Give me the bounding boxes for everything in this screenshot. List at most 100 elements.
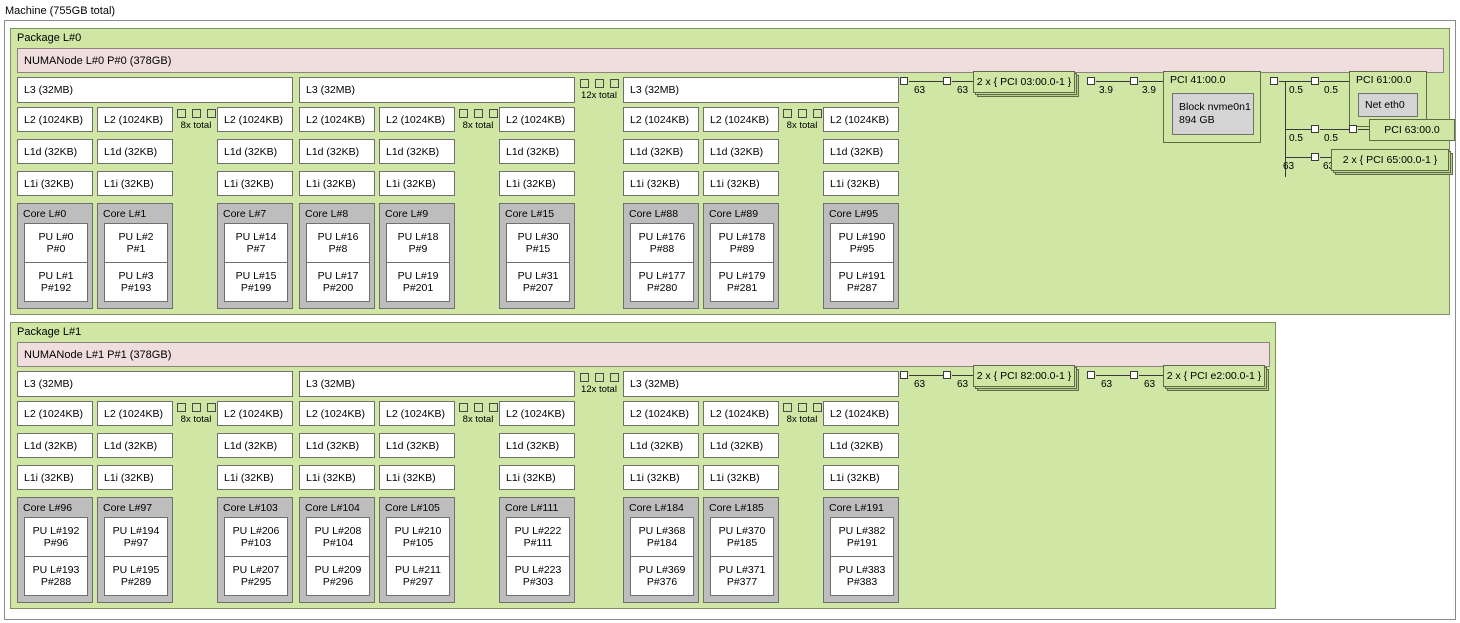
l3-ellipsis-label: 12x total [581, 384, 617, 395]
pu: PU L#206 P#103 [224, 517, 288, 557]
pu: PU L#195 P#289 [104, 556, 168, 596]
l1d-cache: L1d (32KB) [97, 433, 173, 458]
osdev-size: 894 GB [1179, 114, 1215, 126]
pu-logical-index: PU L#16 [317, 230, 359, 243]
l2-ellipsis-label: 8x total [462, 414, 494, 425]
io-bandwidth-label: 3.9 [1142, 85, 1156, 96]
io-link-line [1285, 129, 1313, 130]
pu: PU L#190 P#95 [830, 223, 894, 263]
core-title: Core L#95 [829, 208, 879, 220]
core: Core L#88 PU L#176 P#88 PU L#177 P#280 [623, 203, 699, 309]
l3-ellipsis-label: 12x total [581, 90, 617, 101]
pu-os-index: P#9 [408, 243, 428, 255]
pu-os-index: P#15 [525, 243, 551, 255]
package-0: Package L#0 NUMANode L#0 P#0 (378GB) L3 … [10, 28, 1455, 315]
pu-os-index: P#89 [729, 243, 755, 255]
pu-os-index: P#377 [726, 576, 758, 588]
pu-logical-index: PU L#194 [112, 524, 160, 537]
pu-os-index: P#97 [123, 537, 149, 549]
l2-cache: L2 (1024KB) [499, 401, 575, 426]
pu-logical-index: PU L#371 [718, 563, 766, 576]
l2-cache: L2 (1024KB) [379, 401, 455, 426]
pci-group-label: 2 x { PCI 65:00.0-1 } [1331, 149, 1449, 171]
osdev-name: Block nvme0n1 [1179, 101, 1251, 114]
pu: PU L#211 P#297 [386, 556, 450, 596]
pu-os-index: P#303 [522, 576, 554, 588]
pci-group-65[interactable]: 2 x { PCI 65:00.0-1 } [1331, 149, 1453, 175]
pu: PU L#14 P#7 [224, 223, 288, 263]
pci-bridge-41[interactable]: PCI 41:00.0 Block nvme0n1 894 GB [1163, 71, 1261, 143]
io-bandwidth-label: 63 [1323, 161, 1335, 172]
io-link-line [952, 375, 973, 376]
pu-os-index: P#8 [328, 243, 348, 255]
pu: PU L#223 P#303 [506, 556, 570, 596]
pu: PU L#2 P#1 [104, 223, 168, 263]
pu-logical-index: PU L#177 [638, 269, 686, 282]
core: Core L#105 PU L#210 P#105 PU L#211 P#297 [379, 497, 455, 603]
pu: PU L#383 P#383 [830, 556, 894, 596]
io-link-line [1096, 375, 1132, 376]
osdev-net-eth0[interactable]: Net eth0 [1358, 93, 1418, 117]
numanode-0: NUMANode L#0 P#0 (378GB) [17, 48, 1444, 73]
l1d-cache: L1d (32KB) [97, 139, 173, 164]
l2-cache: L2 (1024KB) [703, 401, 779, 426]
core: Core L#103 PU L#206 P#103 PU L#207 P#295 [217, 497, 293, 603]
io-link-connector [1311, 77, 1319, 85]
l3-cache: L3 (32MB) [623, 77, 899, 103]
l3-cache: L3 (32MB) [299, 371, 575, 397]
pu-logical-index: PU L#176 [638, 230, 686, 243]
l3-cache: L3 (32MB) [299, 77, 575, 103]
l2-ellipsis-marker: 8x total [458, 109, 498, 131]
pu: PU L#16 P#8 [306, 223, 370, 263]
pu: PU L#194 P#97 [104, 517, 168, 557]
pu-os-index: P#1 [126, 243, 146, 255]
pci-group-e2[interactable]: 2 x { PCI e2:00.0-1 } [1163, 365, 1269, 391]
pu: PU L#179 P#281 [710, 262, 774, 302]
pci-bridge-61[interactable]: PCI 61:00.0 Net eth0 [1349, 71, 1427, 127]
pu-os-index: P#88 [649, 243, 675, 255]
pu: PU L#0 P#0 [24, 223, 88, 263]
l2-ellipsis-marker: 8x total [458, 403, 498, 425]
pci-group-label: 2 x { PCI e2:00.0-1 } [1163, 365, 1265, 387]
osdev-block-nvme0n1[interactable]: Block nvme0n1 894 GB [1172, 93, 1254, 135]
l2-cache: L2 (1024KB) [379, 107, 455, 132]
pci-bridge-61-title: PCI 61:00.0 [1356, 74, 1412, 86]
l2-ellipsis-marker: 8x total [782, 109, 822, 131]
pu: PU L#368 P#184 [630, 517, 694, 557]
pu-logical-index: PU L#209 [314, 563, 362, 576]
io-bandwidth-label: 3.9 [1099, 85, 1113, 96]
l1d-cache: L1d (32KB) [379, 139, 455, 164]
pu: PU L#369 P#376 [630, 556, 694, 596]
pci-group-03[interactable]: 2 x { PCI 03:00.0-1 } [973, 71, 1079, 97]
pu: PU L#208 P#104 [306, 517, 370, 557]
pu: PU L#191 P#287 [830, 262, 894, 302]
pu-logical-index: PU L#368 [638, 524, 686, 537]
pci-node-63[interactable]: PCI 63:00.0 [1369, 119, 1455, 141]
pu-os-index: P#280 [646, 282, 678, 294]
core: Core L#95 PU L#190 P#95 PU L#191 P#287 [823, 203, 899, 309]
package-1-title: Package L#1 [17, 326, 82, 338]
core: Core L#7 PU L#14 P#7 PU L#15 P#199 [217, 203, 293, 309]
ellipsis-dots [782, 109, 822, 118]
pu: PU L#178 P#89 [710, 223, 774, 263]
core: Core L#15 PU L#30 P#15 PU L#31 P#207 [499, 203, 575, 309]
l1d-cache: L1d (32KB) [299, 139, 375, 164]
pu-os-index: P#281 [726, 282, 758, 294]
pu-os-index: P#199 [240, 282, 272, 294]
pci-group-label: 2 x { PCI 82:00.0-1 } [973, 365, 1075, 387]
pci-group-82[interactable]: 2 x { PCI 82:00.0-1 } [973, 365, 1079, 391]
pu-logical-index: PU L#206 [232, 524, 280, 537]
l2-ellipsis-label: 8x total [462, 120, 494, 131]
ellipsis-dots [176, 403, 216, 412]
io-link-line [909, 81, 945, 82]
l2-cache: L2 (1024KB) [823, 401, 899, 426]
io-link-connector [1349, 125, 1357, 133]
pu-logical-index: PU L#195 [112, 563, 160, 576]
io-bandwidth-label: 63 [957, 85, 969, 96]
l1d-cache: L1d (32KB) [823, 139, 899, 164]
numanode-1-label: NUMANode L#1 P#1 (378GB) [24, 349, 172, 361]
pu-logical-index: PU L#18 [397, 230, 439, 243]
pu-os-index: P#104 [322, 537, 354, 549]
core: Core L#1 PU L#2 P#1 PU L#3 P#193 [97, 203, 173, 309]
